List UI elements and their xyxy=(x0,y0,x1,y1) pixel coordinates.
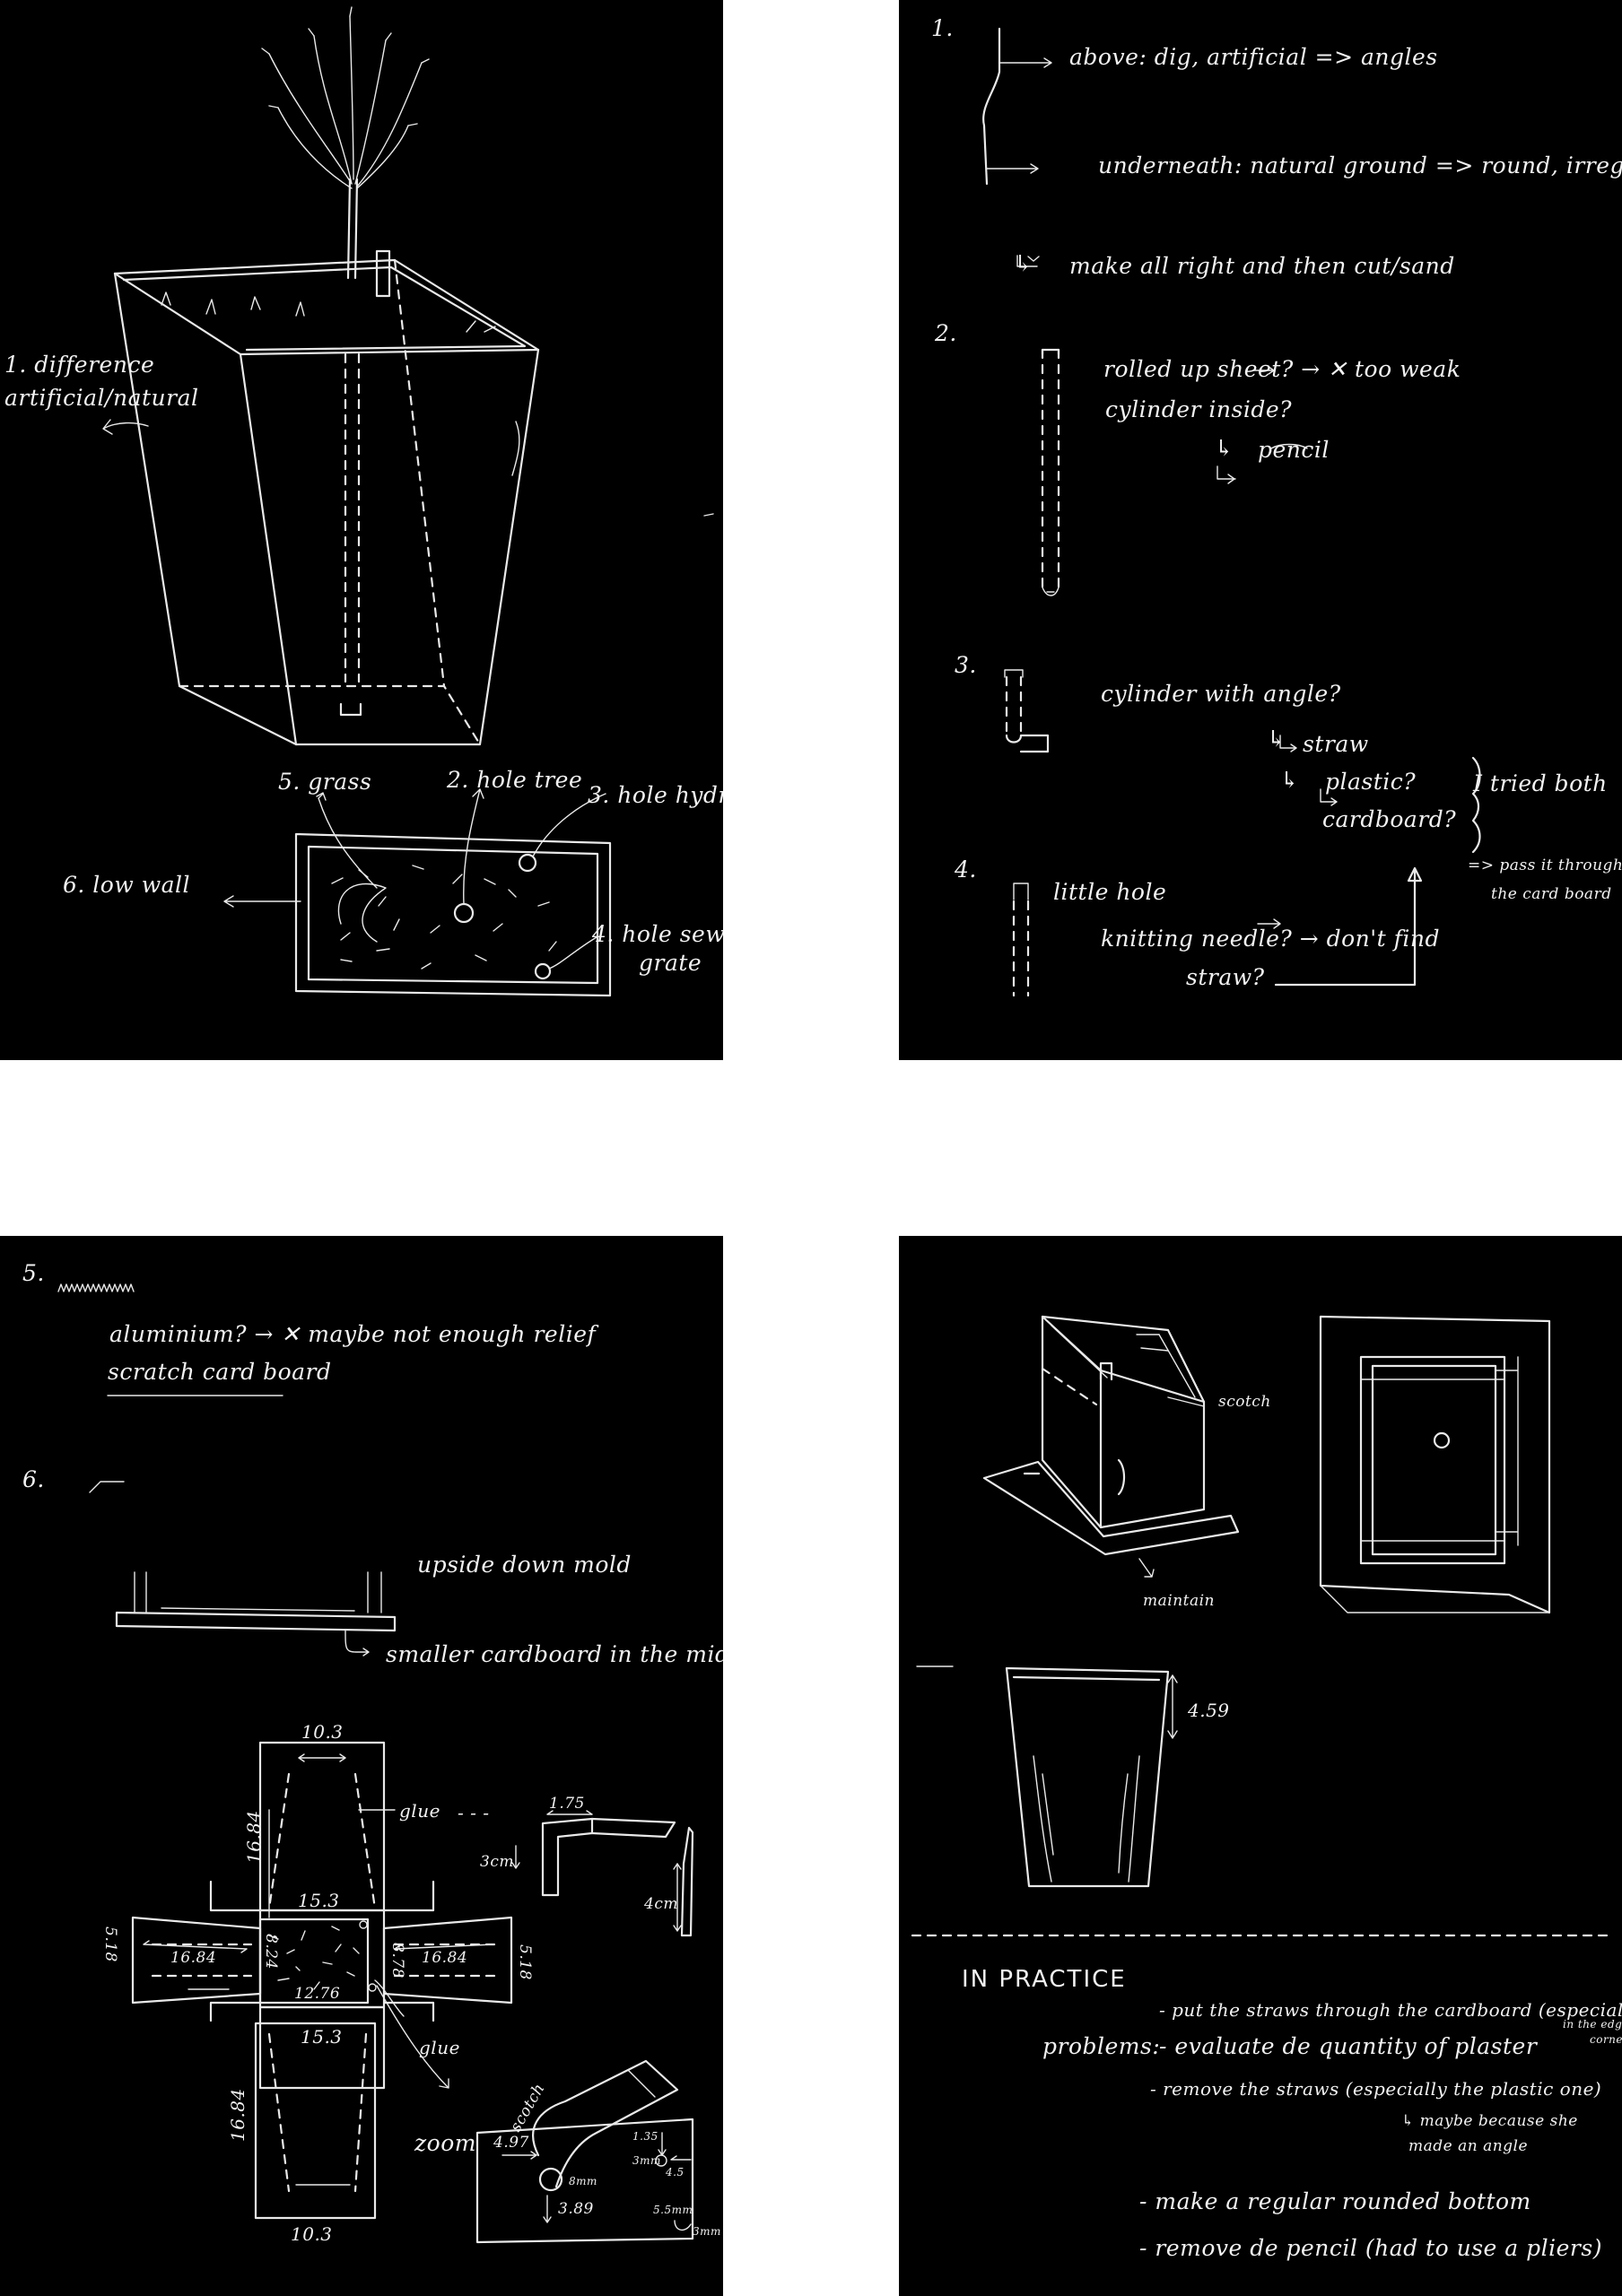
note-arrow-3: ↳ xyxy=(1267,726,1286,752)
sketch-panel-planter: 1. difference artificial/natural 5. gras… xyxy=(0,0,723,1060)
measure-4cm: 4cm xyxy=(643,1895,678,1913)
mold-net-drawing: 5. aluminium? → ✕ maybe not enough relie… xyxy=(22,1260,723,2245)
note-little-hole: little hole xyxy=(1053,879,1166,905)
note-pass-1: => pass it through xyxy=(1468,857,1622,874)
zoom-3mm-b: 3mm xyxy=(693,2225,721,2238)
label-glue-2: glue xyxy=(419,2037,460,2058)
label-maintain: maintain xyxy=(1143,1592,1215,1610)
label-difference-1: 1. difference xyxy=(4,352,154,378)
note-make-all: make all right and then cut/sand xyxy=(1069,253,1455,279)
measure-5-18-left: 5.18 xyxy=(101,1926,119,1962)
note-arrow-4: ↳ xyxy=(1280,767,1299,793)
sketch-panel-notes: 1. above: dig, artificial => angles unde… xyxy=(899,0,1622,1060)
measure-3cm: 3cm xyxy=(480,1853,514,1871)
note-number-3: 3. xyxy=(955,652,977,678)
measure-8-78: 8.78 xyxy=(388,1943,406,1979)
measure-16-84-wing-right: 16.84 xyxy=(422,1949,467,1967)
measure-bottom: 10.3 xyxy=(291,2223,333,2245)
note-arrow-1: ↳ xyxy=(1014,250,1033,276)
note-above: above: dig, artificial => angles xyxy=(1069,44,1438,70)
section-sketch xyxy=(911,1665,1609,1937)
label-hole-sewer-2: grate xyxy=(639,950,702,976)
label-glue-dashes: - - - xyxy=(458,1802,490,1823)
step-number-5: 5. xyxy=(22,1260,45,1286)
note-straw: straw xyxy=(1303,731,1369,757)
measure-12-76: 12.76 xyxy=(294,1985,340,2003)
practice-regular-bottom: - make a regular rounded bottom xyxy=(1139,2188,1531,2214)
step-upside-mold: upside down mold xyxy=(417,1552,632,1578)
note-cardboard: cardboard? xyxy=(1322,806,1456,832)
measure-16-84-bottom: 16.84 xyxy=(227,2088,249,2142)
note-tried-both: I tried both xyxy=(1472,770,1608,796)
note-underneath: underneath: natural ground => round, irr… xyxy=(1098,152,1622,178)
mold-box-sketch xyxy=(982,1315,1240,1578)
practice-maybe-because: ↳ maybe because she xyxy=(1401,2112,1578,2130)
label-hole-hydrant: 3. hole hydrant xyxy=(588,782,723,808)
note-number-4: 4. xyxy=(954,857,977,883)
note-cylinder-angle: cylinder with angle? xyxy=(1101,681,1341,707)
label-hole-sewer-1: 4. hole sewer xyxy=(591,921,723,947)
note-arrow-2: ↳ xyxy=(1215,435,1234,461)
net-sketch xyxy=(57,1283,694,2244)
zoom-5-5mm: 5.5mm xyxy=(653,2204,693,2216)
sketch-panel-practice: scotch maintain 4.59 IN PRACTICE - put t… xyxy=(899,1236,1622,2296)
note-plastic: plastic? xyxy=(1325,769,1416,795)
planter-box-sketch xyxy=(113,249,714,746)
note-pass-2: the card board xyxy=(1491,885,1612,903)
label-grass: 5. grass xyxy=(278,769,371,795)
note-number-1: 1. xyxy=(931,15,954,41)
practice-problems-label: problems: xyxy=(1042,2033,1160,2059)
note-rolled: rolled up sheet? → ✕ too weak xyxy=(1103,356,1461,382)
measure-4-59: 4.59 xyxy=(1187,1700,1230,1721)
planter-drawing: 1. difference artificial/natural 5. gras… xyxy=(4,6,723,997)
notes-sketches xyxy=(982,27,1481,997)
zoom-1-35: 1.35 xyxy=(632,2130,658,2143)
zoom-4-5: 4.5 xyxy=(665,2166,685,2179)
measure-left-top: 16.84 xyxy=(243,1810,265,1864)
note-knitting: knitting needle? → don't find xyxy=(1101,926,1440,952)
label-difference-2: artificial/natural xyxy=(4,385,198,411)
zoom-4-97: 4.97 xyxy=(493,2134,529,2152)
practice-remove-pencil: - remove de pencil (had to use a pliers) xyxy=(1139,2235,1602,2261)
zoom-8mm: 8mm xyxy=(569,2175,597,2187)
frame-top-view-sketch xyxy=(1319,1315,1551,1614)
measure-1-75: 1.75 xyxy=(549,1795,585,1813)
practice-evaluate: - evaluate de quantity of plaster xyxy=(1159,2033,1539,2059)
zoom-3-89: 3.89 xyxy=(558,2200,594,2218)
step-number-6: 6. xyxy=(22,1466,45,1492)
note-number-2: 2. xyxy=(934,320,957,346)
note-pencil: pencil xyxy=(1258,437,1330,463)
note-straw-q: straw? xyxy=(1186,964,1265,990)
note-cylinder-inside: cylinder inside? xyxy=(1105,396,1292,422)
label-scotch-p4: scotch xyxy=(1218,1393,1271,1411)
label-hole-tree: 2. hole tree xyxy=(446,767,582,793)
notes-drawing: 1. above: dig, artificial => angles unde… xyxy=(931,15,1622,997)
practice-drawing: scotch maintain 4.59 IN PRACTICE - put t… xyxy=(911,1315,1622,2261)
sketch-panel-mold-net: 5. aluminium? → ✕ maybe not enough relie… xyxy=(0,1236,723,2296)
measure-top: 10.3 xyxy=(301,1721,344,1743)
label-glue-1: glue xyxy=(399,1800,440,1822)
tree-sketch xyxy=(261,6,430,280)
measure-5-18-right: 5.18 xyxy=(516,1944,534,1980)
practice-corner: corner xyxy=(1590,2033,1622,2046)
label-zoom: zoom xyxy=(414,2130,476,2156)
step-aluminium: aluminium? → ✕ maybe not enough relief xyxy=(109,1321,599,1347)
step-smaller-cardboard: smaller cardboard in the middle xyxy=(386,1641,723,1667)
practice-remove-straws: - remove the straws (especially the plas… xyxy=(1150,2078,1601,2100)
practice-put-straws: - put the straws through the cardboard (… xyxy=(1159,1999,1622,2021)
measure-16-84-wing-left: 16.84 xyxy=(170,1949,216,1967)
label-scotch: scotch xyxy=(507,2081,549,2135)
heading-in-practice: IN PRACTICE xyxy=(962,1966,1127,1993)
planter-plan-view xyxy=(294,832,612,997)
practice-in-edge: in the edge) xyxy=(1563,2018,1622,2031)
label-low-wall: 6. low wall xyxy=(63,872,190,898)
measure-15-3-a: 15.3 xyxy=(298,1890,340,1911)
measure-15-3-b: 15.3 xyxy=(301,2026,343,2048)
annotation-arrows xyxy=(102,419,606,970)
zoom-3mm-a: 3mm xyxy=(632,2154,661,2167)
step-scratch: scratch card board xyxy=(108,1359,332,1385)
measure-8-24: 8.24 xyxy=(262,1934,280,1970)
practice-made-angle: made an angle xyxy=(1408,2137,1528,2155)
